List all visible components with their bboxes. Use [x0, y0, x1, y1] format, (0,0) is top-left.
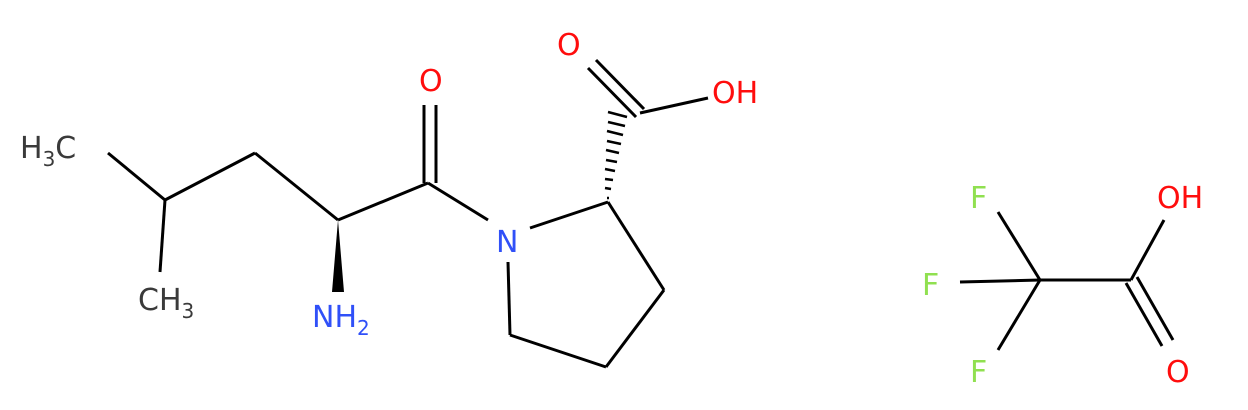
bond-carbonyl-n — [427, 181, 489, 222]
bond-n-ca — [529, 200, 609, 230]
bond-cooh-oh — [1129, 219, 1166, 281]
bond-cooh-oh — [639, 96, 709, 115]
atom-n-ring: N — [496, 225, 518, 260]
bond-ch3-top — [107, 151, 166, 202]
atom-f-mid: F — [922, 268, 939, 303]
bond-cd-cg — [509, 333, 607, 369]
atom-f-top: F — [970, 181, 987, 216]
leu-pro-bonds — [107, 58, 709, 369]
atom-oh-tfa: OH — [1157, 181, 1203, 216]
bond-cooh-o1 — [594, 58, 646, 111]
bond-cooh-o2 — [1135, 276, 1175, 341]
bond-n-cd — [506, 261, 512, 336]
bond-cf3-ftop — [996, 211, 1042, 281]
atom-o-amide: O — [419, 64, 443, 99]
bond-ch-chain — [164, 151, 256, 202]
bond-cf3-fbot — [996, 279, 1042, 351]
atom-nh2: NH2 — [312, 300, 370, 340]
atom-oh-acid: OH — [712, 76, 758, 111]
tfa-bonds — [959, 211, 1175, 351]
bond-ca-carbonyl — [337, 181, 429, 222]
wedge-bond-nh2 — [332, 220, 344, 292]
atom-o-dbl-tfa: O — [1166, 355, 1190, 390]
atom-o-acid-dbl: O — [557, 28, 581, 63]
bond-cooh-o1 — [1124, 282, 1164, 347]
bond-ch-ch3 — [158, 199, 167, 273]
hashed-wedge-cooh — [604, 110, 628, 200]
bond-cooh-o2 — [586, 66, 638, 119]
bond-ch2-ca — [254, 151, 339, 222]
bond-cg-cb — [604, 289, 666, 368]
atom-ch3: CH3 — [138, 283, 194, 323]
atom-h3c: H3C — [20, 131, 76, 171]
bond-cf3-fmid — [959, 278, 1041, 284]
bond-cb-ca — [606, 201, 666, 291]
atom-f-bot: F — [970, 355, 987, 390]
